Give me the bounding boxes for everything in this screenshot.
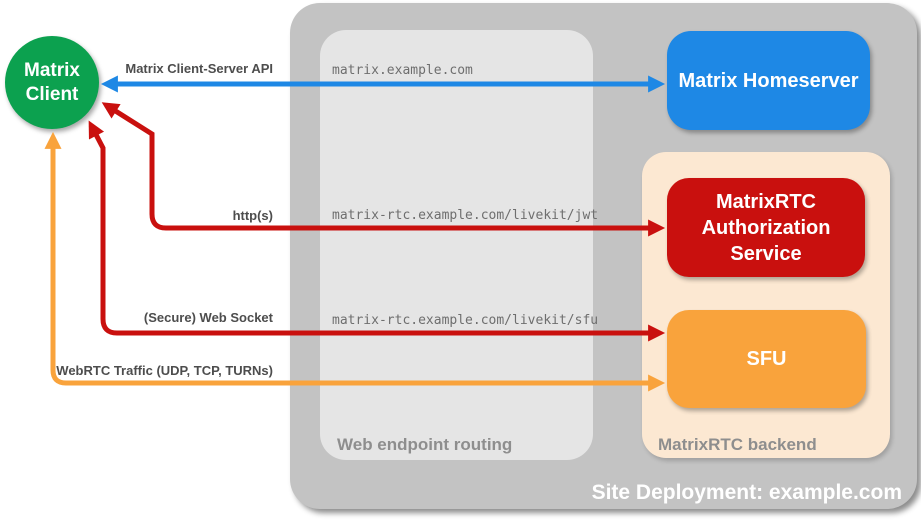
label-client-server-api: Matrix Client-Server API xyxy=(125,61,273,76)
sfu-label: SFU xyxy=(746,348,787,370)
endpoint-livekit-jwt: matrix-rtc.example.com/livekit/jwt xyxy=(332,208,599,223)
matrixrtc-auth-service-label: MatrixRTC Authorization Service xyxy=(701,190,831,265)
label-https: http(s) xyxy=(232,208,273,223)
label-webrtc-traffic: WebRTC Traffic (UDP, TCP, TURNs) xyxy=(56,363,273,378)
web-endpoint-routing-label: Web endpoint routing xyxy=(337,435,513,454)
endpoint-matrix-example: matrix.example.com xyxy=(332,63,473,78)
matrixrtc-auth-service-node: MatrixRTC Authorization Service xyxy=(667,178,865,277)
sfu-node: SFU xyxy=(667,310,866,408)
site-deployment-label: Site Deployment: example.com xyxy=(591,481,902,504)
endpoint-livekit-sfu: matrix-rtc.example.com/livekit/sfu xyxy=(332,313,599,328)
web-endpoint-routing-box xyxy=(320,30,593,460)
matrixrtc-backend-label: MatrixRTC backend xyxy=(658,435,817,454)
matrix-homeserver-label: Matrix Homeserver xyxy=(678,69,859,92)
label-secure-web-socket: (Secure) Web Socket xyxy=(143,310,273,325)
matrix-homeserver-node: Matrix Homeserver xyxy=(667,31,870,130)
matrix-client-label: Matrix Client xyxy=(24,59,80,105)
matrix-client-node: Matrix Client xyxy=(5,36,99,129)
